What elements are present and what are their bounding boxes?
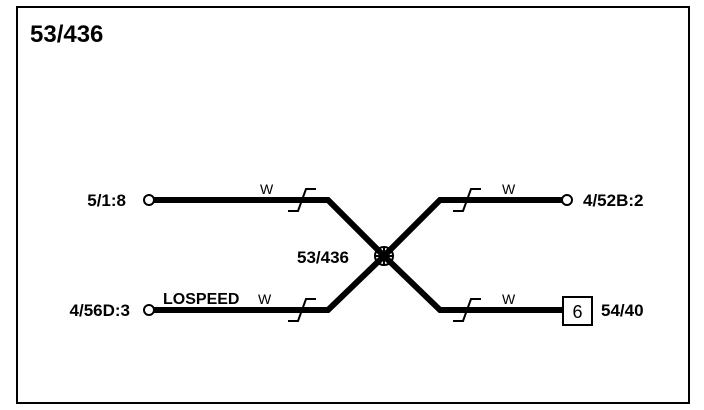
break-mark-right-bottom <box>453 298 481 322</box>
wire-label-right-bottom: W <box>502 291 516 307</box>
terminals <box>143 194 573 316</box>
wire-left-bottom[interactable] <box>154 253 387 313</box>
wire-break-marks <box>288 188 481 322</box>
wire-note-lospeed: LOSPEED <box>163 291 239 308</box>
wire-label-right-top: W <box>502 181 516 197</box>
break-mark-left-bottom <box>288 298 316 322</box>
break-mark-left-top <box>288 188 316 212</box>
terminal-circle-right-top[interactable] <box>561 194 573 206</box>
diagram-frame <box>16 6 690 404</box>
terminal-label-right-top: 4/52B:2 <box>583 191 643 210</box>
wire-right-bottom[interactable] <box>381 253 562 313</box>
terminal-label-right-bottom: 54/40 <box>601 301 644 320</box>
connector-number: 6 <box>572 302 582 322</box>
terminal-circle-left-top[interactable] <box>143 194 155 206</box>
splice-label: 53/436 <box>297 248 349 267</box>
wire-left-top[interactable] <box>154 197 387 259</box>
connector-box[interactable] <box>562 296 593 326</box>
terminal-label-left-bottom: 4/56D:3 <box>70 301 130 320</box>
splice-symbol[interactable] <box>374 246 394 266</box>
wire-label-left-bottom: W <box>258 291 272 307</box>
wire-paths <box>154 197 562 313</box>
terminal-label-left-top: 5/1:8 <box>87 191 126 210</box>
wire-label-left-top: W <box>260 181 274 197</box>
wire-right-top[interactable] <box>381 197 562 259</box>
break-mark-right-top <box>453 188 481 212</box>
diagram-title: 53/436 <box>30 21 103 48</box>
terminal-circle-left-bottom[interactable] <box>143 304 155 316</box>
